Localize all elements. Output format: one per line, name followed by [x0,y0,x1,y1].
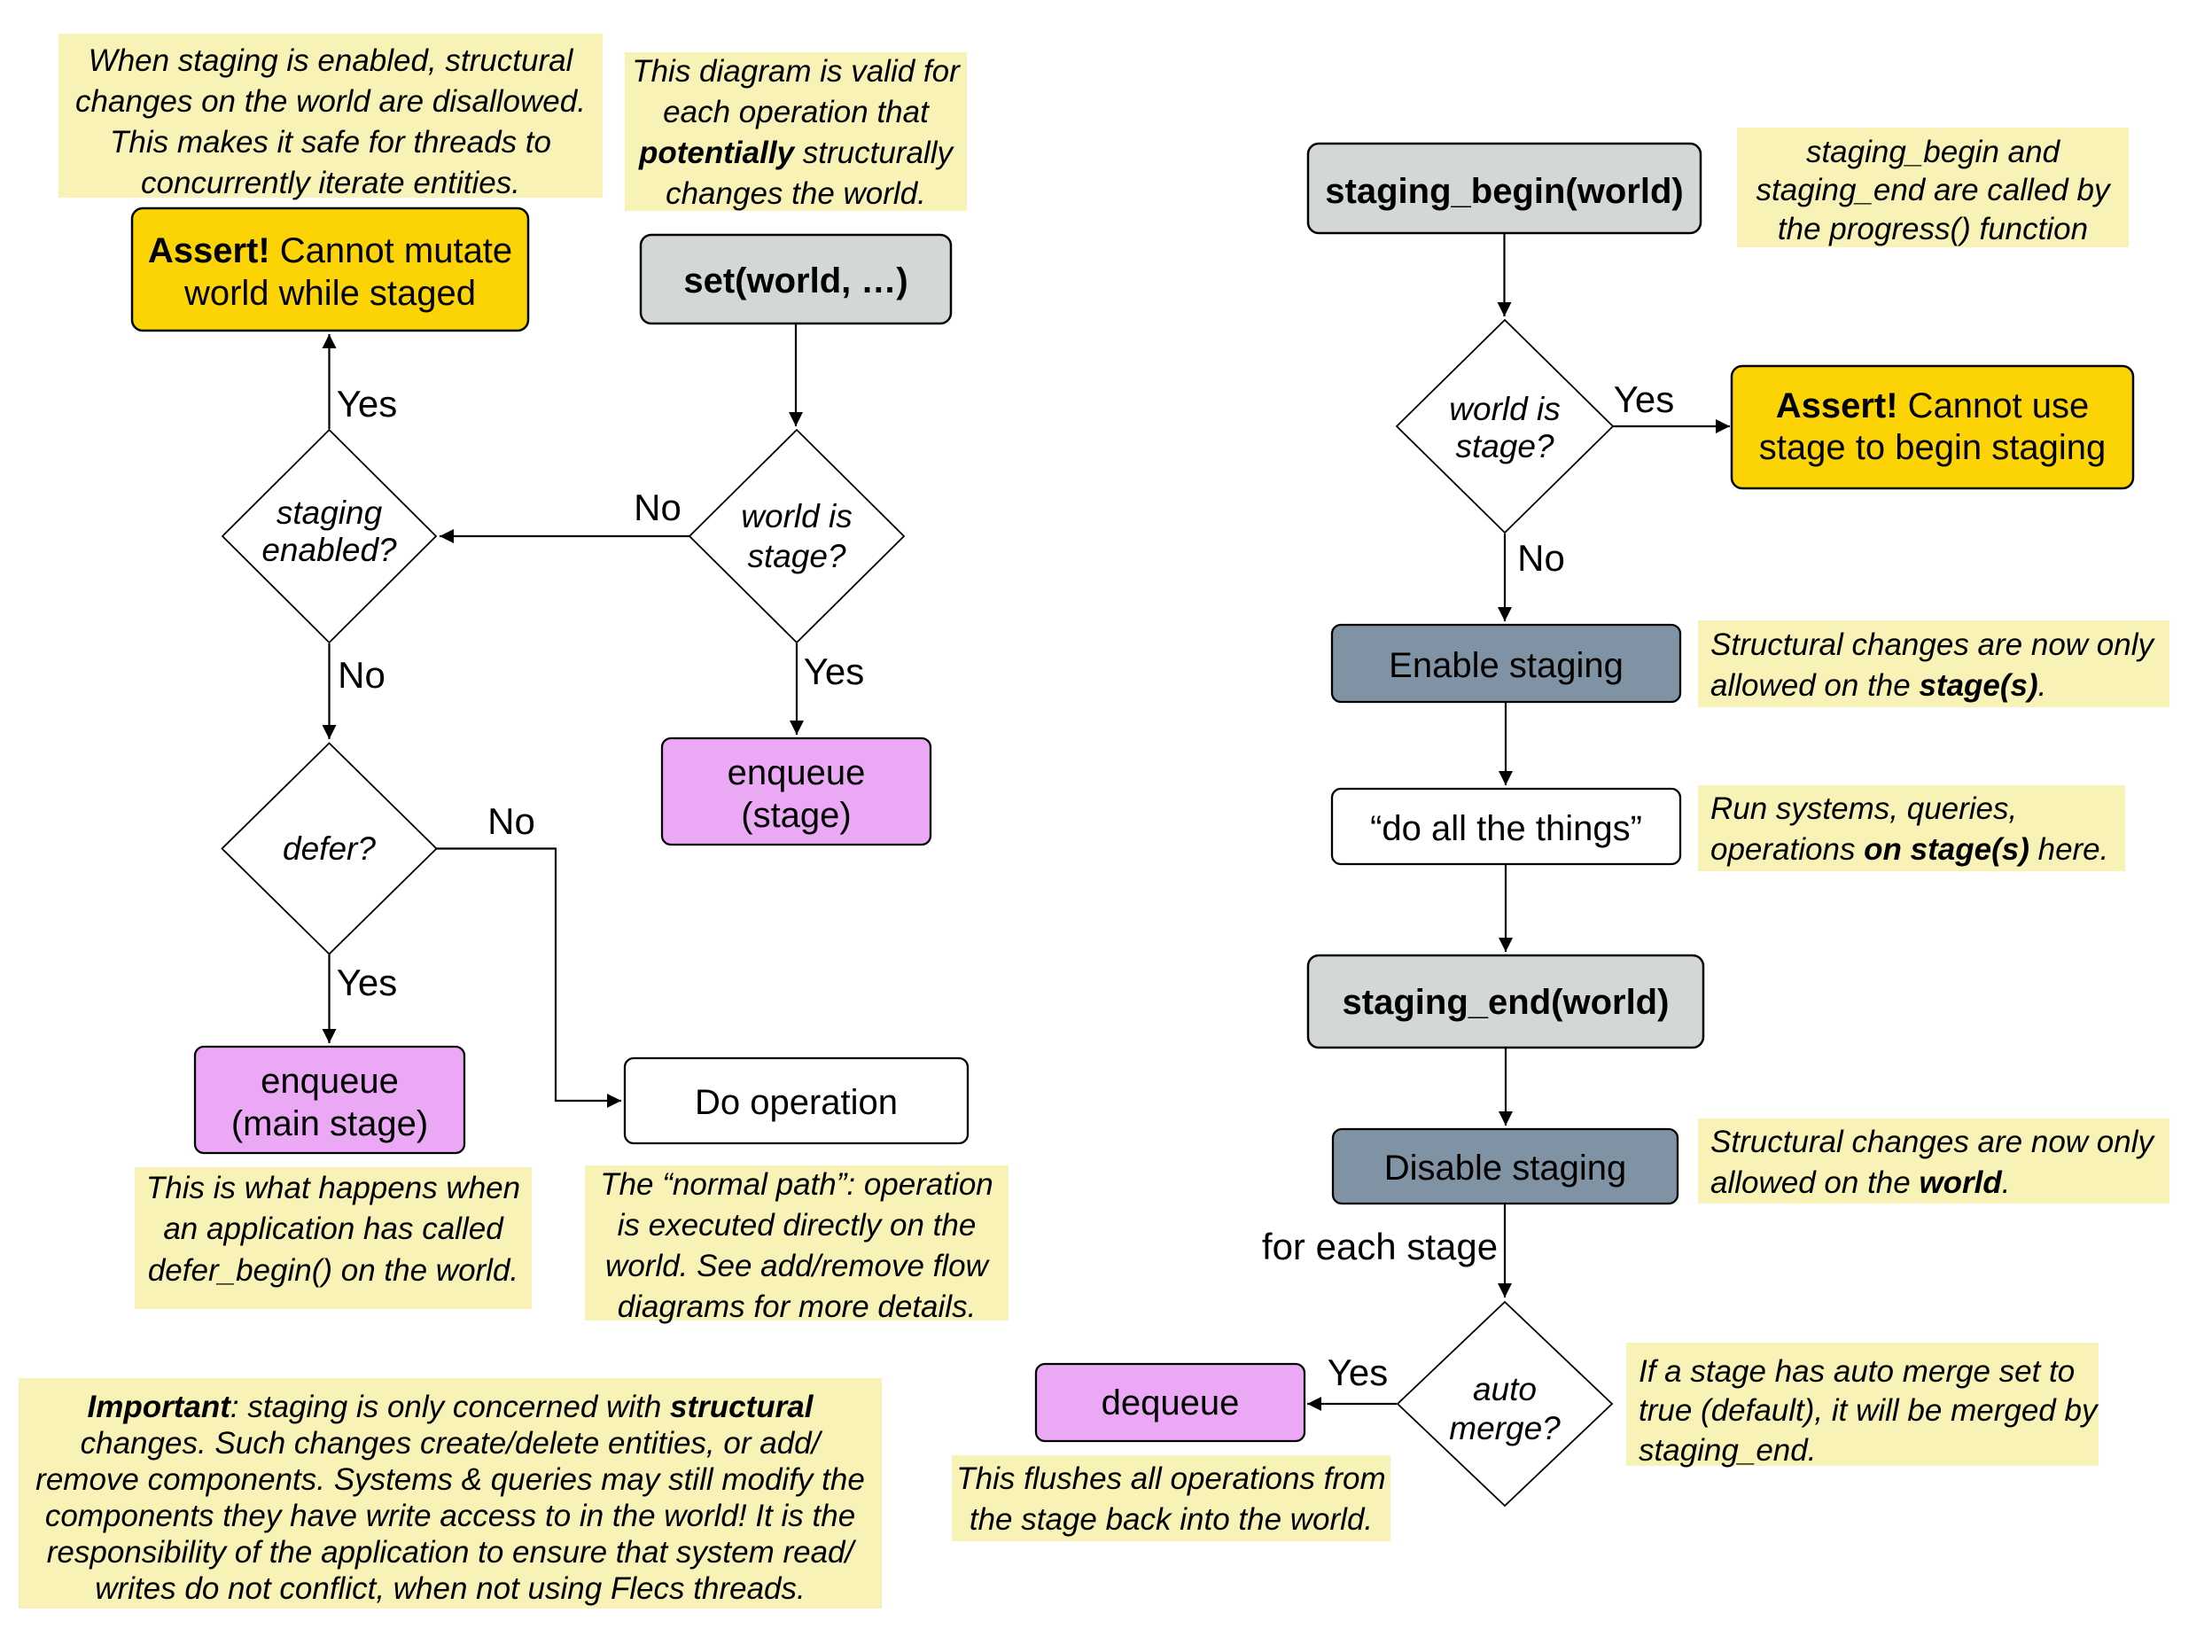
svg-text:Yes: Yes [804,651,865,692]
svg-text:world is: world is [741,498,852,534]
svg-text:auto: auto [1473,1371,1537,1407]
svg-text:No: No [487,800,535,842]
svg-text:This flushes all operations fr: This flushes all operations from [956,1461,1385,1496]
svg-text:is executed directly on the: is executed directly on the [618,1208,977,1243]
svg-text:Yes: Yes [1614,378,1675,420]
svg-text:staging_begin and: staging_begin and [1806,135,2061,169]
svg-text:Assert! Cannot use: Assert! Cannot use [1776,386,2090,425]
svg-text:operations on stage(s) here.: operations on stage(s) here. [1710,832,2108,867]
svg-text:staging_end.: staging_end. [1639,1433,1816,1468]
svg-text:defer_begin() on the world.: defer_begin() on the world. [148,1253,518,1288]
svg-text:staging_end are called by: staging_end are called by [1756,173,2112,207]
svg-text:Structural changes are now onl: Structural changes are now only [1710,627,2155,662]
svg-text:Yes: Yes [337,383,398,425]
svg-text:for each stage: for each stage [1262,1226,1498,1267]
svg-text:potentially structurally: potentially structurally [638,136,954,170]
svg-text:staging_end(world): staging_end(world) [1343,983,1670,1022]
svg-text:true (default), it will be mer: true (default), it will be merged by [1639,1393,2099,1428]
svg-text:world. See add/remove flow: world. See add/remove flow [605,1249,991,1283]
svg-text:allowed on the world.: allowed on the world. [1710,1165,2011,1200]
svg-text:remove components. Systems & q: remove components. Systems & queries may… [35,1462,865,1497]
svg-text:set(world, …): set(world, …) [683,261,907,300]
svg-text:responsibility of the applicat: responsibility of the application to ens… [47,1535,857,1570]
svg-text:This makes it safe for threads: This makes it safe for threads to [110,125,551,160]
svg-text:(stage): (stage) [741,796,852,835]
svg-text:the stage back into the world.: the stage back into the world. [970,1502,1373,1537]
svg-text:stage to begin staging: stage to begin staging [1759,428,2106,467]
svg-text:writes do not conflict, when n: writes do not conflict, when not using F… [95,1571,806,1606]
svg-text:When staging is enabled, struc: When staging is enabled, structural [89,43,574,78]
svg-text:the progress() function: the progress() function [1778,212,2088,246]
svg-text:enqueue: enqueue [728,753,866,792]
svg-text:No: No [634,487,682,528]
svg-text:Important: staging is only con: Important: staging is only concerned wit… [88,1390,814,1424]
svg-text:diagrams for more details.: diagrams for more details. [618,1290,977,1324]
svg-text:The “normal path”: operation: The “normal path”: operation [600,1167,993,1202]
svg-text:allowed on the stage(s).: allowed on the stage(s). [1710,668,2046,703]
svg-text:world while staged: world while staged [183,274,476,313]
svg-text:Structural changes are now onl: Structural changes are now only [1710,1125,2155,1159]
svg-text:changes on the world are disal: changes on the world are disallowed. [75,84,586,119]
svg-text:enqueue: enqueue [261,1062,399,1101]
svg-text:This diagram is valid for: This diagram is valid for [632,54,961,89]
svg-text:Disable staging: Disable staging [1384,1149,1627,1188]
svg-text:“do all the things”: “do all the things” [1370,809,1642,848]
svg-text:Do operation: Do operation [695,1083,898,1122]
svg-text:dequeue: dequeue [1102,1383,1240,1422]
svg-text:changes. Such changes create/d: changes. Such changes create/delete enti… [81,1426,823,1461]
svg-text:No: No [338,654,386,696]
svg-text:Enable staging: Enable staging [1389,646,1624,685]
svg-text:No: No [1517,537,1565,579]
svg-text:Yes: Yes [337,962,398,1003]
svg-text:stage?: stage? [747,538,846,574]
svg-text:world is: world is [1449,391,1560,427]
svg-text:each operation that: each operation that [663,95,930,129]
svg-text:changes the world.: changes the world. [666,176,926,211]
svg-text:staging: staging [276,495,383,531]
svg-text:enabled?: enabled? [261,532,397,568]
svg-text:Yes: Yes [1328,1352,1389,1393]
svg-text:concurrently iterate entities.: concurrently iterate entities. [141,166,520,200]
svg-text:(main stage): (main stage) [231,1104,428,1143]
svg-text:defer?: defer? [283,830,376,867]
svg-text:If a stage has auto merge set: If a stage has auto merge set to [1639,1354,2075,1389]
svg-text:merge?: merge? [1449,1410,1561,1446]
svg-text:components they have write acc: components they have write access to in … [45,1499,855,1533]
svg-text:Assert! Cannot mutate: Assert! Cannot mutate [148,231,512,270]
svg-text:Run systems, queries,: Run systems, queries, [1710,791,2017,826]
svg-text:stage?: stage? [1455,428,1554,464]
svg-text:staging_begin(world): staging_begin(world) [1325,172,1683,211]
svg-text:an application has called: an application has called [163,1212,504,1246]
svg-text:This is what happens when: This is what happens when [146,1171,520,1205]
